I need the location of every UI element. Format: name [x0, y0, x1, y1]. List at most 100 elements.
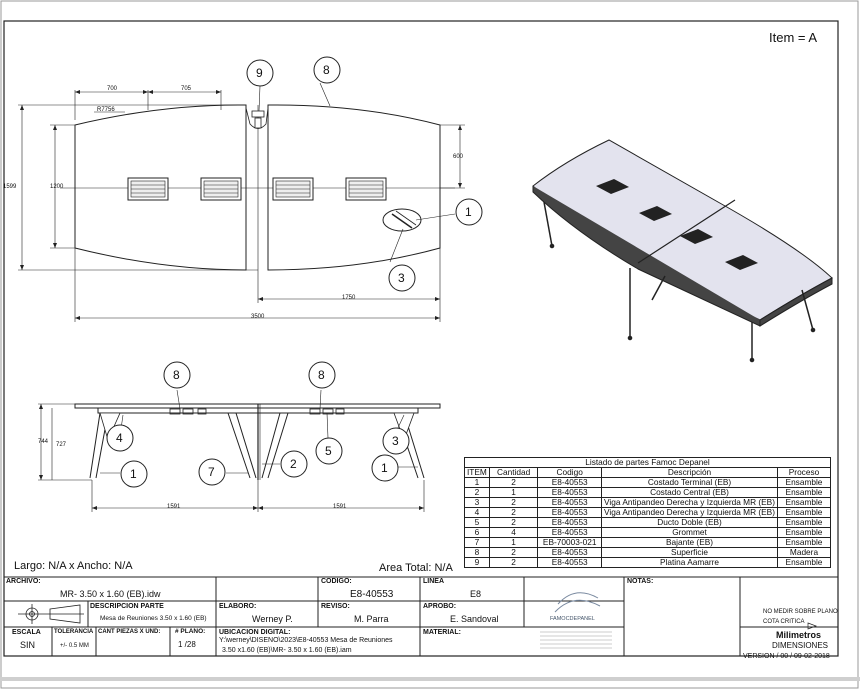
grommet [200, 177, 242, 201]
cell: Ensamble [776, 477, 832, 488]
cell: 2 [488, 477, 539, 488]
archivo-label: ARCHIVO: [6, 578, 41, 585]
projection-symbol-icon [18, 604, 84, 624]
balloon-4: 4 [116, 431, 123, 445]
ubicacion-line1: Y:\werney\DISENO\2023\E8-40553 Mesa de R… [219, 637, 393, 644]
item-label: Item = A [769, 30, 818, 45]
top-view [18, 82, 465, 322]
no-medir-text: NO MEDIR SOBRE PLANO [763, 609, 838, 615]
cell: Viga Antipandeo Derecha y Izquierda MR (… [601, 497, 778, 508]
cell: Costado Central (EB) [601, 487, 778, 498]
descripcion-label: DESCRIPCION PARTE [90, 603, 164, 610]
cell: E8-40553 [537, 547, 603, 558]
dim-seg2: 705 [181, 86, 192, 92]
tolerancia-value: +/- 0.5 MM [60, 643, 89, 649]
elaboro-label: ELABORO: [219, 603, 257, 610]
cell: 5 [464, 517, 490, 528]
reviso-value: M. Parra [354, 614, 389, 624]
parts-header-row: ITEM Cantidad Codigo Descripción Proceso [464, 467, 832, 478]
cell: Platina Aamarre [601, 557, 778, 568]
balloons [106, 56, 483, 488]
header-cantidad: Cantidad [488, 467, 539, 478]
elaboro-value: Werney P. [252, 614, 293, 624]
material-label: MATERIAL: [423, 629, 461, 636]
header-item: ITEM [464, 467, 490, 478]
balloon-1: 1 [465, 205, 472, 219]
cell: Grommet [601, 527, 778, 538]
dim-seg1: 700 [107, 86, 118, 92]
cell: 3 [464, 497, 490, 508]
cell: Bajante (EB) [601, 537, 778, 548]
cell: 4 [488, 527, 539, 538]
title-block-grid [3, 576, 839, 657]
balloon-1: 1 [381, 461, 388, 475]
cell: E8-40553 [537, 487, 603, 498]
grommet [345, 177, 387, 201]
grommet [272, 177, 314, 201]
balloon-8: 8 [323, 63, 330, 77]
balloon-8: 8 [173, 368, 180, 382]
balloon-2: 2 [290, 457, 297, 471]
notas-label: NOTAS: [627, 578, 654, 585]
balloon-3: 3 [398, 271, 405, 285]
cell: Ensamble [776, 537, 832, 548]
grommet [127, 177, 169, 201]
cell: 1 [488, 537, 539, 548]
cell: Ensamble [776, 517, 832, 528]
codigo-value: E8-40553 [350, 589, 394, 600]
tolerancia-label: TOLERANCIA [54, 629, 94, 635]
company-logo-icon [540, 592, 612, 649]
cell: 6 [464, 527, 490, 538]
cell: 2 [488, 507, 539, 518]
largo-ancho: Largo: N/A x Ancho: N/A [14, 560, 133, 572]
balloon-8: 8 [318, 368, 325, 382]
front-view [38, 389, 441, 512]
cell: 2 [488, 497, 539, 508]
descripcion-value: Mesa de Reuniones 3.50 x 1.60 (EB) [100, 615, 207, 622]
balloon-7: 7 [208, 465, 215, 479]
aprobo-value: E. Sandoval [450, 614, 499, 624]
dim-overall-height: 1599 [3, 184, 17, 190]
cell: Ducto Doble (EB) [601, 517, 778, 528]
cell: E8-40553 [537, 517, 603, 528]
cell: 4 [464, 507, 490, 518]
cell: 8 [464, 547, 490, 558]
version-text: VERSION / 00 / 09-02-2018 [743, 653, 830, 660]
dim-radius: R7756 [97, 107, 115, 113]
dim-span-right: 1591 [333, 504, 347, 510]
cell: E8-40553 [537, 557, 603, 568]
escala-value: SIN [20, 640, 36, 650]
header-proceso: Proceso [776, 467, 832, 478]
cell: 2 [464, 487, 490, 498]
cell: Costado Terminal (EB) [601, 477, 778, 488]
archivo-value: MR- 3.50 x 1.60 (EB).idw [60, 589, 161, 599]
codigo-label: CODIGO: [321, 578, 352, 585]
cell: 2 [488, 557, 539, 568]
cell: E8-40553 [537, 477, 603, 488]
isometric-view [532, 139, 833, 363]
dimensiones-text: DIMENSIONES [772, 641, 829, 650]
cell: 9 [464, 557, 490, 568]
cell: Madera [776, 547, 832, 558]
dim-height-outer: 744 [38, 439, 49, 445]
parts-list-table: Listado de partes Famoc Depanel ITEM Can… [464, 457, 832, 568]
dim-height-inner: 727 [56, 442, 67, 448]
cell: Ensamble [776, 557, 832, 568]
cell: Ensamble [776, 487, 832, 498]
cell: E8-40553 [537, 527, 603, 538]
parts-list-title: Listado de partes Famoc Depanel [464, 457, 831, 468]
logo-name: FAMOCDEPANEL [550, 616, 595, 622]
balloon-3: 3 [392, 434, 399, 448]
ubicacion-line2: 3.50 x1.60 (EB)\MR- 3.50 x 1.60 (EB).iam [222, 647, 352, 654]
balloon-5: 5 [325, 444, 332, 458]
